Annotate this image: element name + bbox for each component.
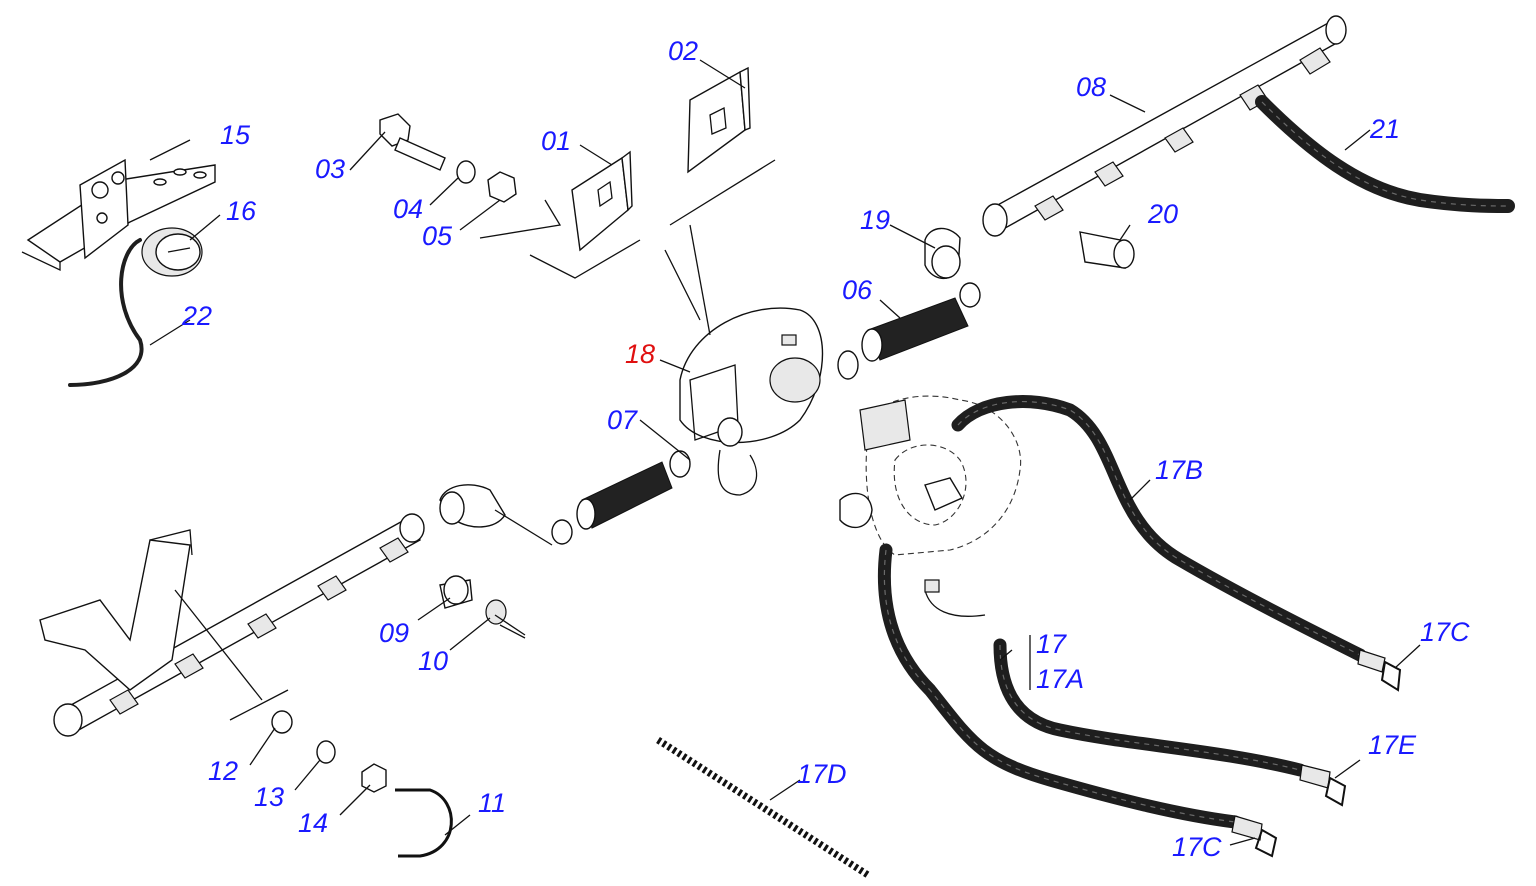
cable-22: [68, 238, 144, 387]
washer-13: [316, 740, 336, 764]
callout-08: 08: [1076, 72, 1106, 102]
callout-11: 11: [478, 788, 506, 818]
callout-17D: 17D: [797, 759, 847, 789]
callout-17C-upper: 17C: [1420, 617, 1470, 647]
manifold-lower: [53, 513, 425, 737]
elbow-lower: [439, 484, 506, 528]
callout-05: 05: [422, 221, 453, 251]
callout-12: 12: [208, 756, 238, 786]
callout-01: 01: [541, 126, 571, 156]
callout-18: 18: [625, 339, 655, 369]
callout-19: 19: [860, 205, 890, 235]
corrugated-hose-06: [837, 282, 981, 380]
callout-15: 15: [220, 120, 251, 150]
leader-lines: [149, 59, 1421, 846]
corrugated-hose-lower: [551, 461, 673, 545]
callout-20: 20: [1147, 199, 1178, 229]
probe-11: [395, 788, 453, 858]
frame-bracket: [39, 529, 193, 691]
callout-09: 09: [379, 618, 409, 648]
quick-coupler-17E: [1299, 764, 1347, 807]
callout-02: 02: [668, 36, 698, 66]
callout-07: 07: [607, 405, 638, 435]
hose-17-17A: [993, 638, 1307, 777]
plate-02: [687, 66, 751, 174]
callout-10: 10: [418, 646, 448, 676]
clamp-ring: [959, 282, 981, 308]
washer-12: [271, 710, 293, 734]
callout-04: 04: [393, 194, 423, 224]
nut-05: [487, 171, 517, 203]
callout-14: 14: [298, 808, 328, 838]
bracket-15: [26, 158, 216, 263]
nut-14: [361, 763, 387, 793]
callout-22: 22: [181, 301, 212, 331]
quick-coupler-17C-upper: [1357, 649, 1402, 692]
callout-labels: 01 02 03 04 05 06 07 08 09 10 11 12 13 1…: [181, 36, 1470, 862]
callout-03: 03: [315, 154, 345, 184]
callout-17C-lower: 17C: [1172, 832, 1222, 862]
callout-06: 06: [842, 275, 873, 305]
plate-01: [571, 150, 633, 252]
callout-21: 21: [1369, 114, 1400, 144]
callout-17E: 17E: [1368, 730, 1417, 760]
callout-17B: 17B: [1155, 455, 1203, 485]
elbow-19: [924, 227, 961, 280]
callout-16: 16: [226, 196, 257, 226]
clamp-07: [669, 450, 691, 478]
blower-18: [679, 307, 824, 496]
bolt-03: [379, 113, 446, 171]
quick-coupler-17C-lower: [1231, 815, 1278, 858]
callout-17: 17: [1036, 629, 1067, 659]
sensor-16: [141, 227, 203, 277]
callout-13: 13: [254, 782, 284, 812]
hose-17B: [951, 395, 1367, 662]
hose-clamp-10: [485, 599, 507, 625]
coupler-09: [439, 575, 473, 609]
callout-17A: 17A: [1036, 664, 1084, 694]
washer-04: [456, 160, 476, 184]
motor-assembly: [839, 395, 1022, 617]
coupler-20: [1079, 231, 1135, 269]
